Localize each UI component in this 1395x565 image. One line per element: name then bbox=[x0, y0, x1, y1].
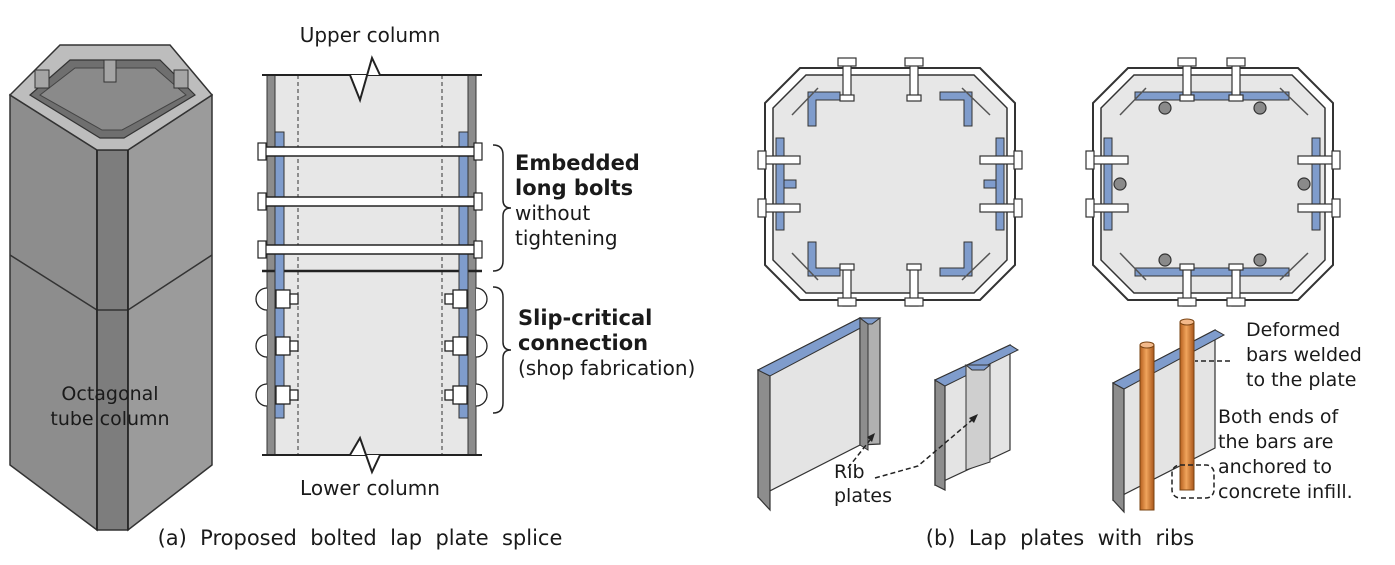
slip-title-line1: Slip-critical bbox=[518, 306, 652, 330]
cross-section-deformed-bars bbox=[1085, 57, 1341, 307]
rib-plates-line2: plates bbox=[834, 485, 892, 507]
leader-rib-angle-arrow bbox=[867, 433, 875, 442]
caption-a: (a) Proposed bolted lap plate splice bbox=[158, 526, 563, 550]
bar-end-highlight bbox=[1171, 464, 1215, 499]
plate-with-deformed-bars-3d bbox=[1111, 318, 1226, 514]
leader-rib-tee-arrow bbox=[969, 414, 978, 423]
bar-ends-line3: anchored to bbox=[1218, 456, 1332, 478]
octagonal-column-3d bbox=[8, 44, 214, 532]
caption-b: (b) Lap plates with ribs bbox=[926, 526, 1194, 550]
slip-note: (shop fabrication) bbox=[518, 356, 695, 380]
brace-lower bbox=[492, 286, 512, 414]
embedded-title-line2: long bolts bbox=[515, 176, 633, 200]
leader-rib-angle bbox=[847, 439, 871, 469]
embedded-title-line1: Embedded bbox=[515, 151, 640, 175]
leader-rib-tee bbox=[874, 419, 973, 479]
brace-upper bbox=[492, 144, 512, 272]
lower-column-label: Lower column bbox=[300, 476, 440, 500]
embedded-long-bolts bbox=[257, 142, 483, 259]
column-label-line2: tube column bbox=[50, 408, 169, 430]
cross-section-rib-plates bbox=[757, 57, 1023, 307]
embedded-note-line2: tightening bbox=[515, 226, 618, 250]
splice-elevation bbox=[262, 55, 482, 475]
bar-ends-line1: Both ends of bbox=[1218, 406, 1340, 428]
bar-ends-line2: the bars are bbox=[1218, 431, 1333, 453]
rib-plate-angle-3d bbox=[756, 317, 882, 512]
rib-plate-tee-3d bbox=[933, 344, 1020, 491]
rib-plates-line1: Rib bbox=[834, 461, 865, 483]
upper-column-label: Upper column bbox=[300, 23, 441, 47]
slip-critical-bolts bbox=[255, 287, 488, 407]
slip-title-line2: connection bbox=[518, 331, 648, 355]
embedded-note-line1: without bbox=[515, 201, 590, 225]
deformed-bars-line3: to the plate bbox=[1246, 369, 1356, 391]
deformed-bars-line2: bars welded bbox=[1246, 344, 1362, 366]
deformed-bars-line1: Deformed bbox=[1246, 319, 1340, 341]
bar-ends-line4: concrete infill. bbox=[1218, 481, 1353, 503]
column-label-line1: Octagonal bbox=[61, 383, 158, 405]
